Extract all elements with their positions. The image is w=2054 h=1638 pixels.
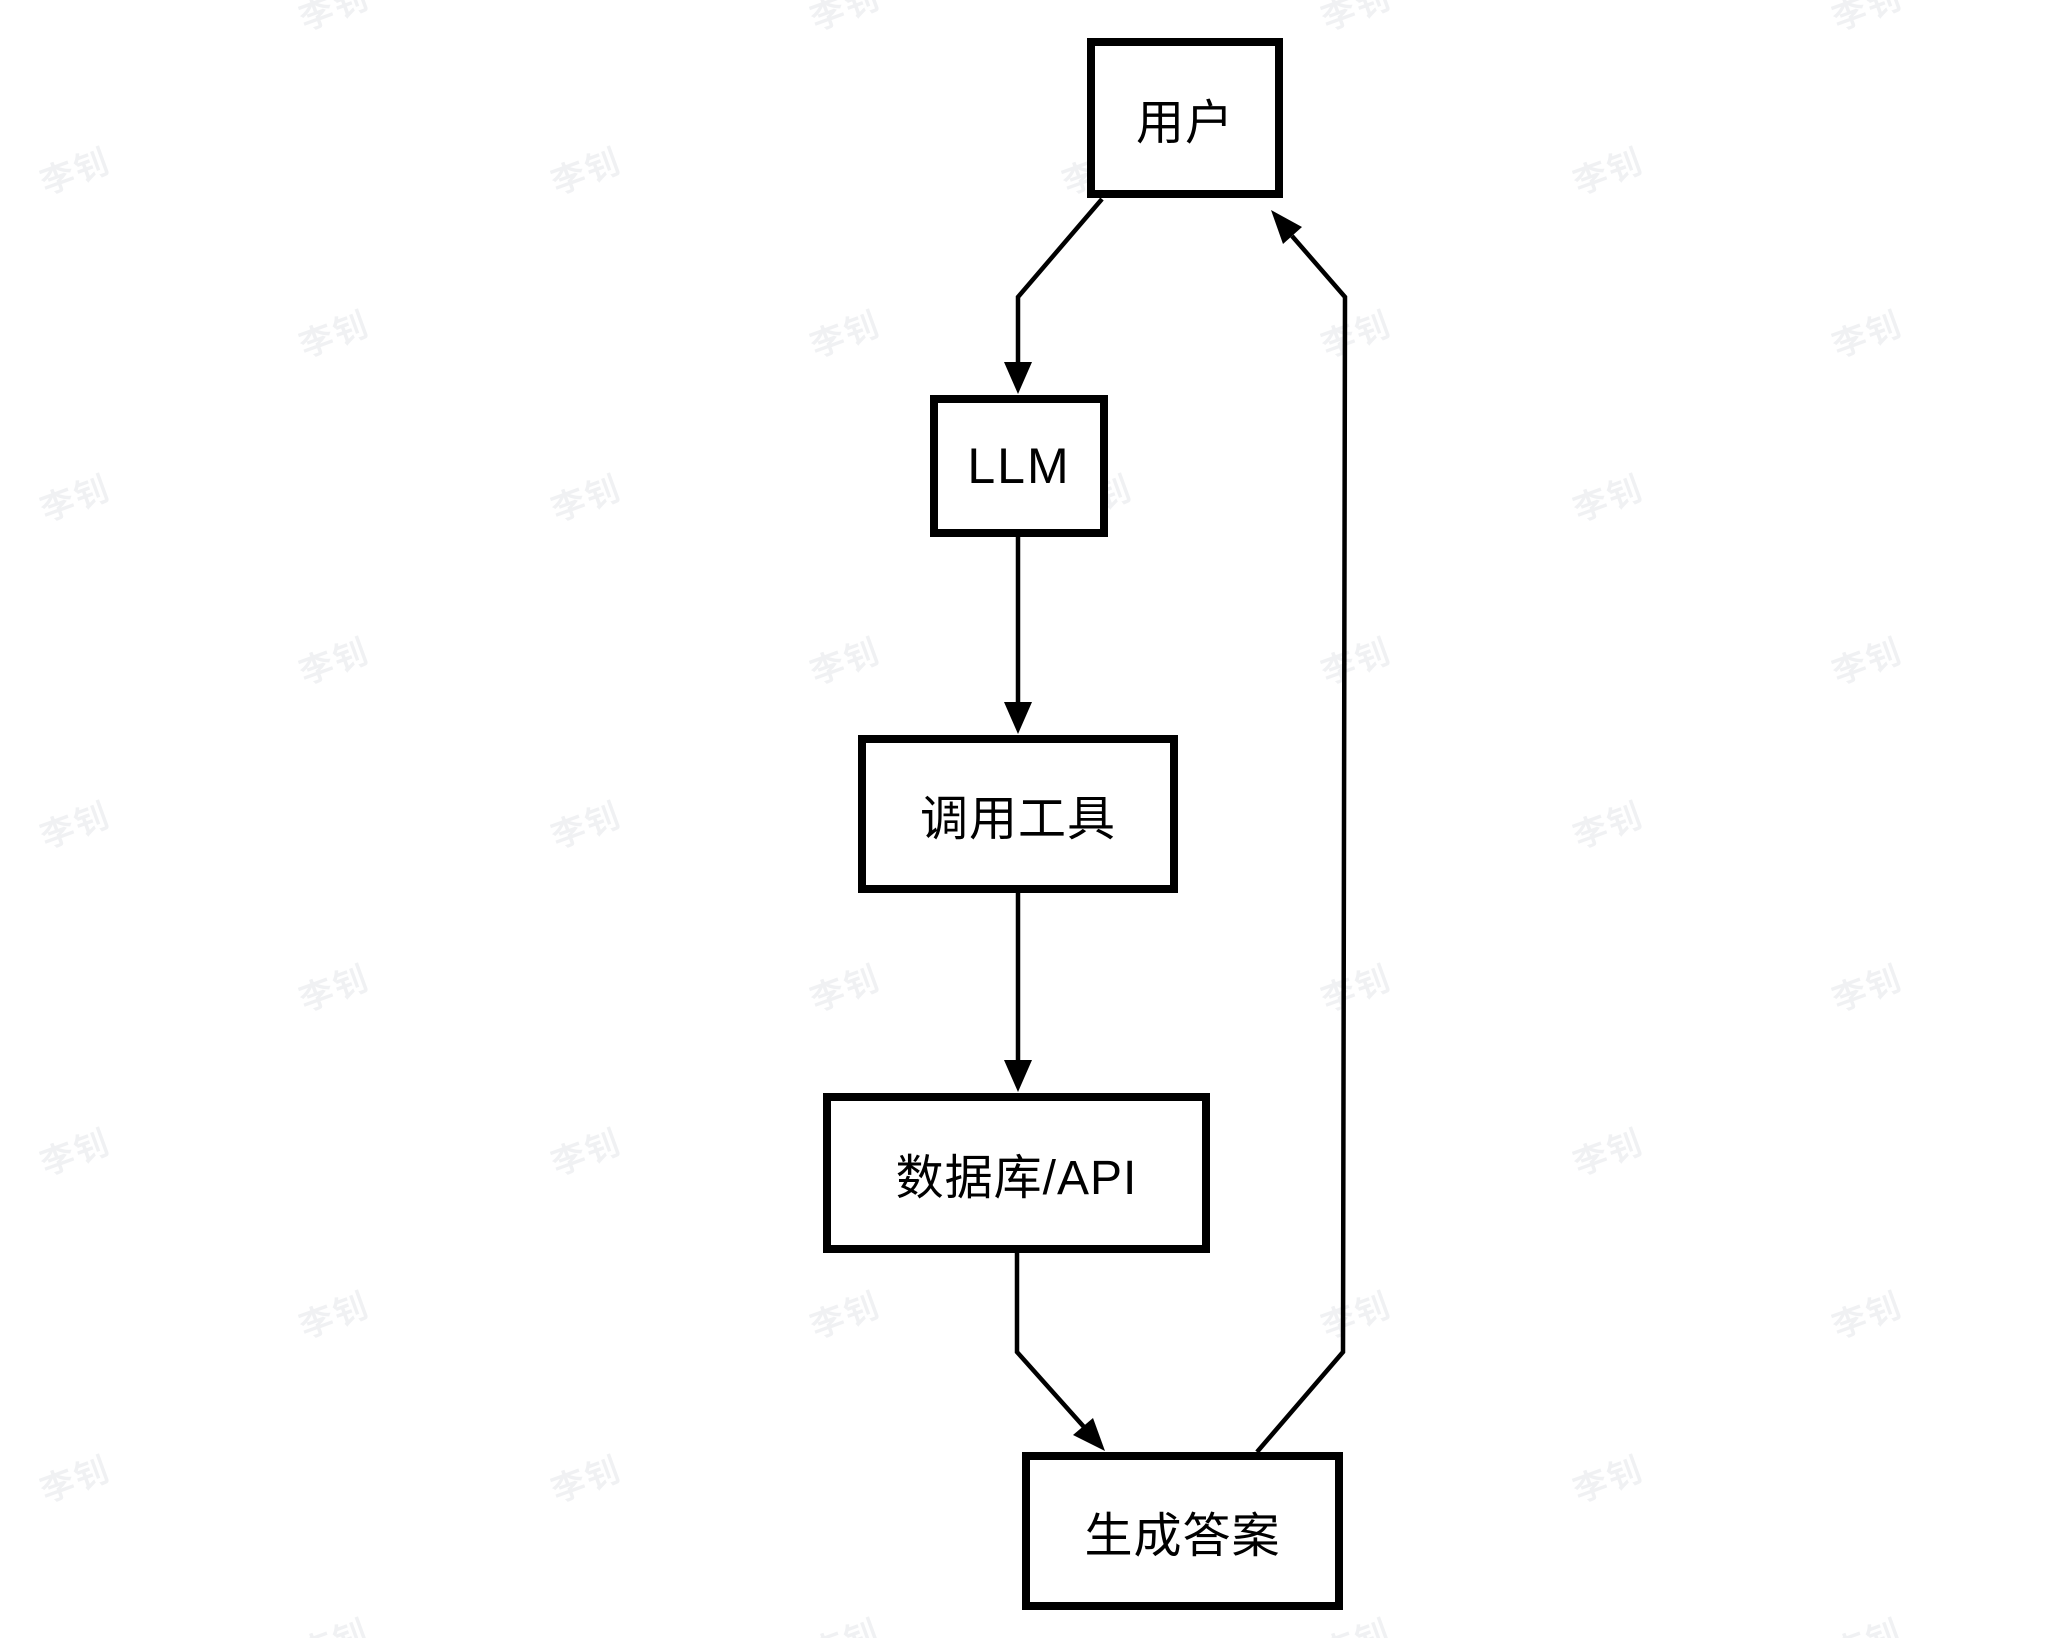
connector-user-to-llm [1004, 197, 1104, 394]
arrowhead-icon [1004, 702, 1032, 734]
arrowhead-icon [1073, 1418, 1105, 1451]
node-database-api: 数据库/API [823, 1093, 1210, 1253]
arrowhead-icon [1004, 362, 1032, 394]
arrowhead-icon [1271, 210, 1302, 244]
node-generate-answer: 生成答案 [1022, 1452, 1343, 1610]
connector-answer-to-user [1255, 210, 1348, 1454]
arrowhead-icon [1004, 1060, 1032, 1092]
node-llm: LLM [930, 395, 1108, 537]
node-call-tool: 调用工具 [858, 735, 1178, 893]
connector-llm-to-tool [1004, 537, 1032, 734]
connector-db-to-answer [1014, 1253, 1105, 1451]
connector-tool-to-db [1004, 893, 1032, 1092]
node-user: 用户 [1087, 38, 1283, 198]
